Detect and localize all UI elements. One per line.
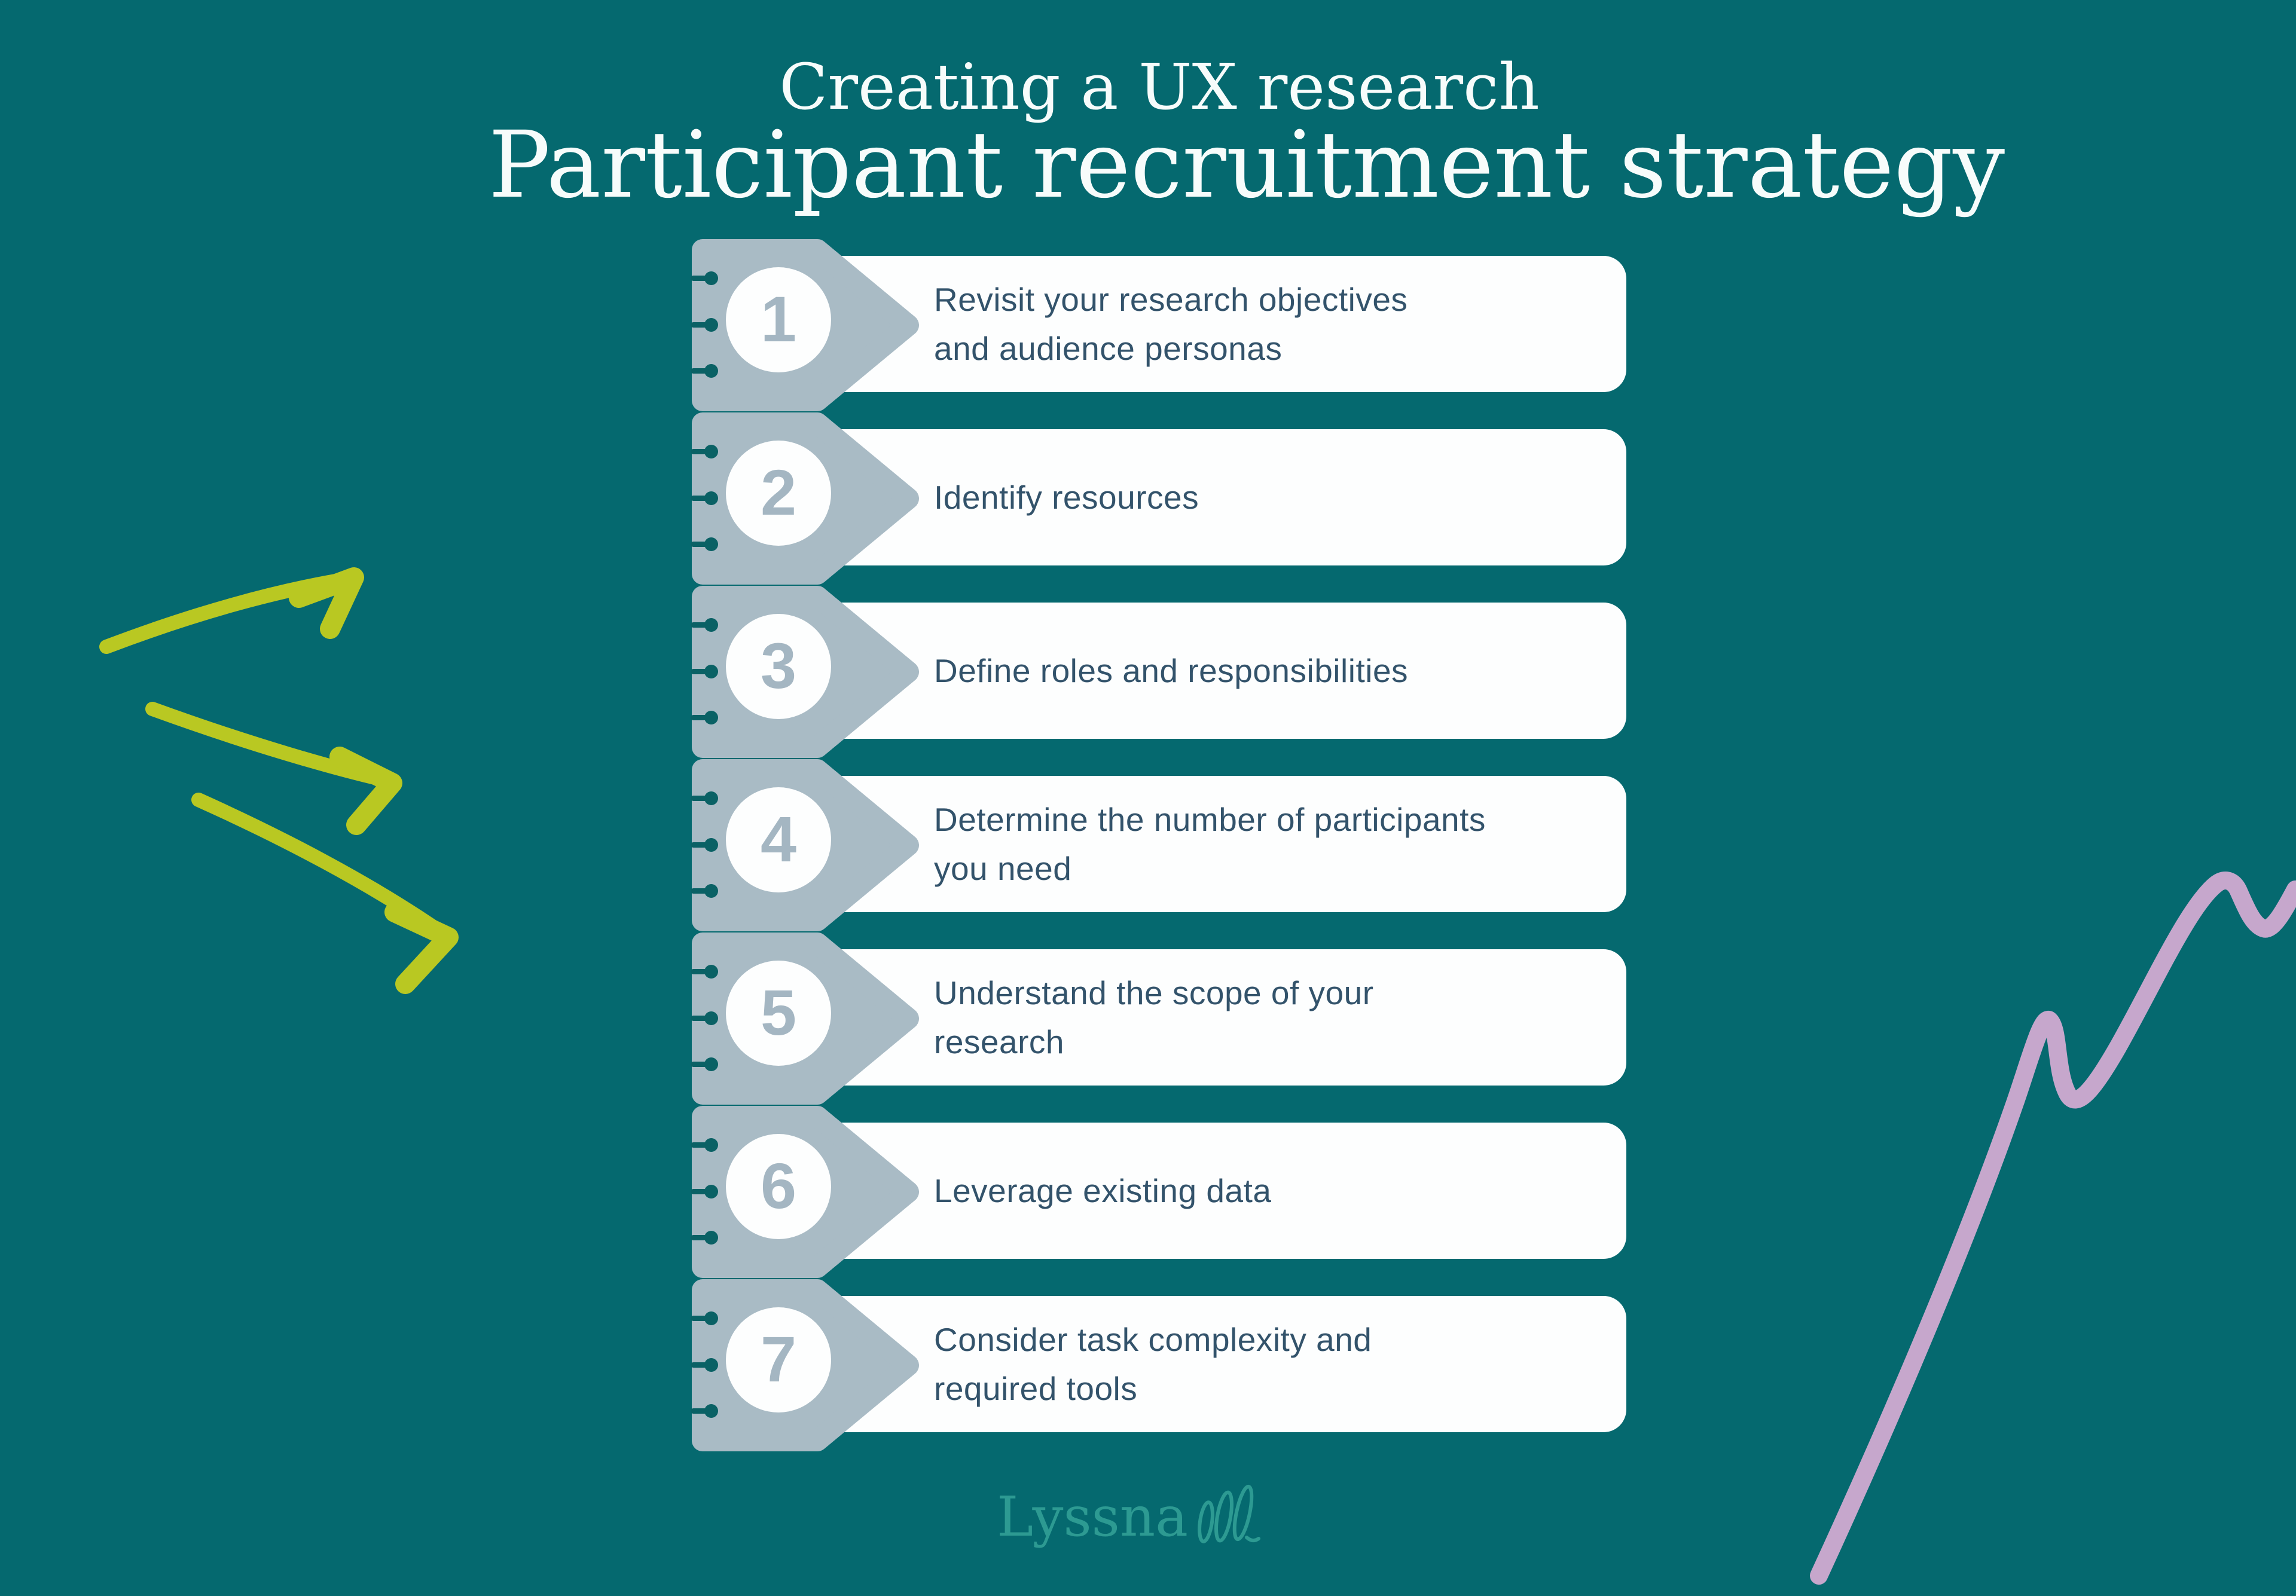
step-number: 3	[760, 629, 797, 702]
step-number: 6	[760, 1149, 797, 1222]
arrow-doodle-icon-1	[99, 567, 364, 654]
steps-list: 1 Revisit your research objectives and a…	[691, 239, 1626, 1453]
binding-pin-icon	[691, 838, 718, 852]
arrow-doodle-icon-3	[191, 793, 459, 994]
step-text: Identify resources	[934, 478, 1199, 516]
binding-pin-icon	[691, 1011, 718, 1025]
step-text: Leverage existing data	[934, 1172, 1272, 1209]
step-row-5: 5 Understand the scope of your research	[691, 932, 1626, 1106]
step-number: 2	[760, 455, 797, 528]
binding-pin-icon	[691, 1404, 718, 1418]
step-number: 4	[760, 802, 797, 875]
step-number: 5	[760, 976, 797, 1048]
binding-pin-icon	[691, 791, 718, 805]
step-row-1: 1 Revisit your research objectives and a…	[691, 239, 1626, 412]
step-number-circle: 1	[726, 267, 831, 372]
binding-pin-icon	[691, 665, 718, 678]
binding-pin-icon	[691, 537, 718, 551]
brand-logo-text: Lyssna	[997, 1485, 1188, 1549]
step-row-6: 6 Leverage existing data	[691, 1106, 1626, 1279]
binding-pin-icon	[691, 1231, 718, 1245]
binding-pin-icon	[691, 884, 718, 898]
binding-pin-icon	[691, 1057, 718, 1071]
step-row-3: 3 Define roles and responsibilities	[691, 586, 1626, 759]
step-number-circle: 5	[726, 961, 831, 1066]
step-text: Understand the scope of your research	[934, 974, 1374, 1061]
step-number-circle: 4	[726, 787, 831, 892]
step-text: Revisit your research objectives and aud…	[934, 280, 1408, 368]
binding-pin-icon	[691, 1138, 718, 1152]
arrow-doodle-icon-2	[145, 702, 402, 835]
step-number-circle: 3	[726, 614, 831, 719]
step-number-circle: 6	[726, 1134, 831, 1239]
binding-pin-icon	[691, 618, 718, 632]
step-row-7: 7 Consider task complexity and required …	[691, 1279, 1626, 1453]
binding-pin-icon	[691, 491, 718, 505]
page-title: Participant recruitment strategy	[488, 112, 2005, 219]
binding-pin-icon	[691, 1358, 718, 1372]
step-number: 7	[760, 1322, 797, 1395]
step-text: Determine the number of participants you…	[934, 800, 1486, 888]
binding-pin-icon	[691, 1311, 718, 1325]
binding-pin-icon	[691, 271, 718, 285]
binding-pin-icon	[691, 965, 718, 979]
step-text: Define roles and responsibilities	[934, 652, 1409, 689]
header-kicker: Creating a UX research	[779, 50, 1540, 124]
step-text: Consider task complexity and required to…	[934, 1320, 1372, 1408]
logo-scribble-icon	[1198, 1484, 1260, 1543]
binding-pin-icon	[691, 1185, 718, 1198]
step-row-2: 2 Identify resources	[691, 412, 1626, 586]
binding-pin-icon	[691, 364, 718, 378]
binding-pin-icon	[691, 445, 718, 458]
binding-pin-icon	[691, 318, 718, 332]
step-row-4: 4 Determine the number of participants y…	[691, 759, 1626, 932]
brand-logo: Lyssna	[997, 1484, 1261, 1545]
binding-pin-icon	[691, 711, 718, 724]
step-number-circle: 7	[726, 1307, 831, 1412]
step-number-circle: 2	[726, 441, 831, 546]
step-number: 1	[760, 282, 797, 355]
